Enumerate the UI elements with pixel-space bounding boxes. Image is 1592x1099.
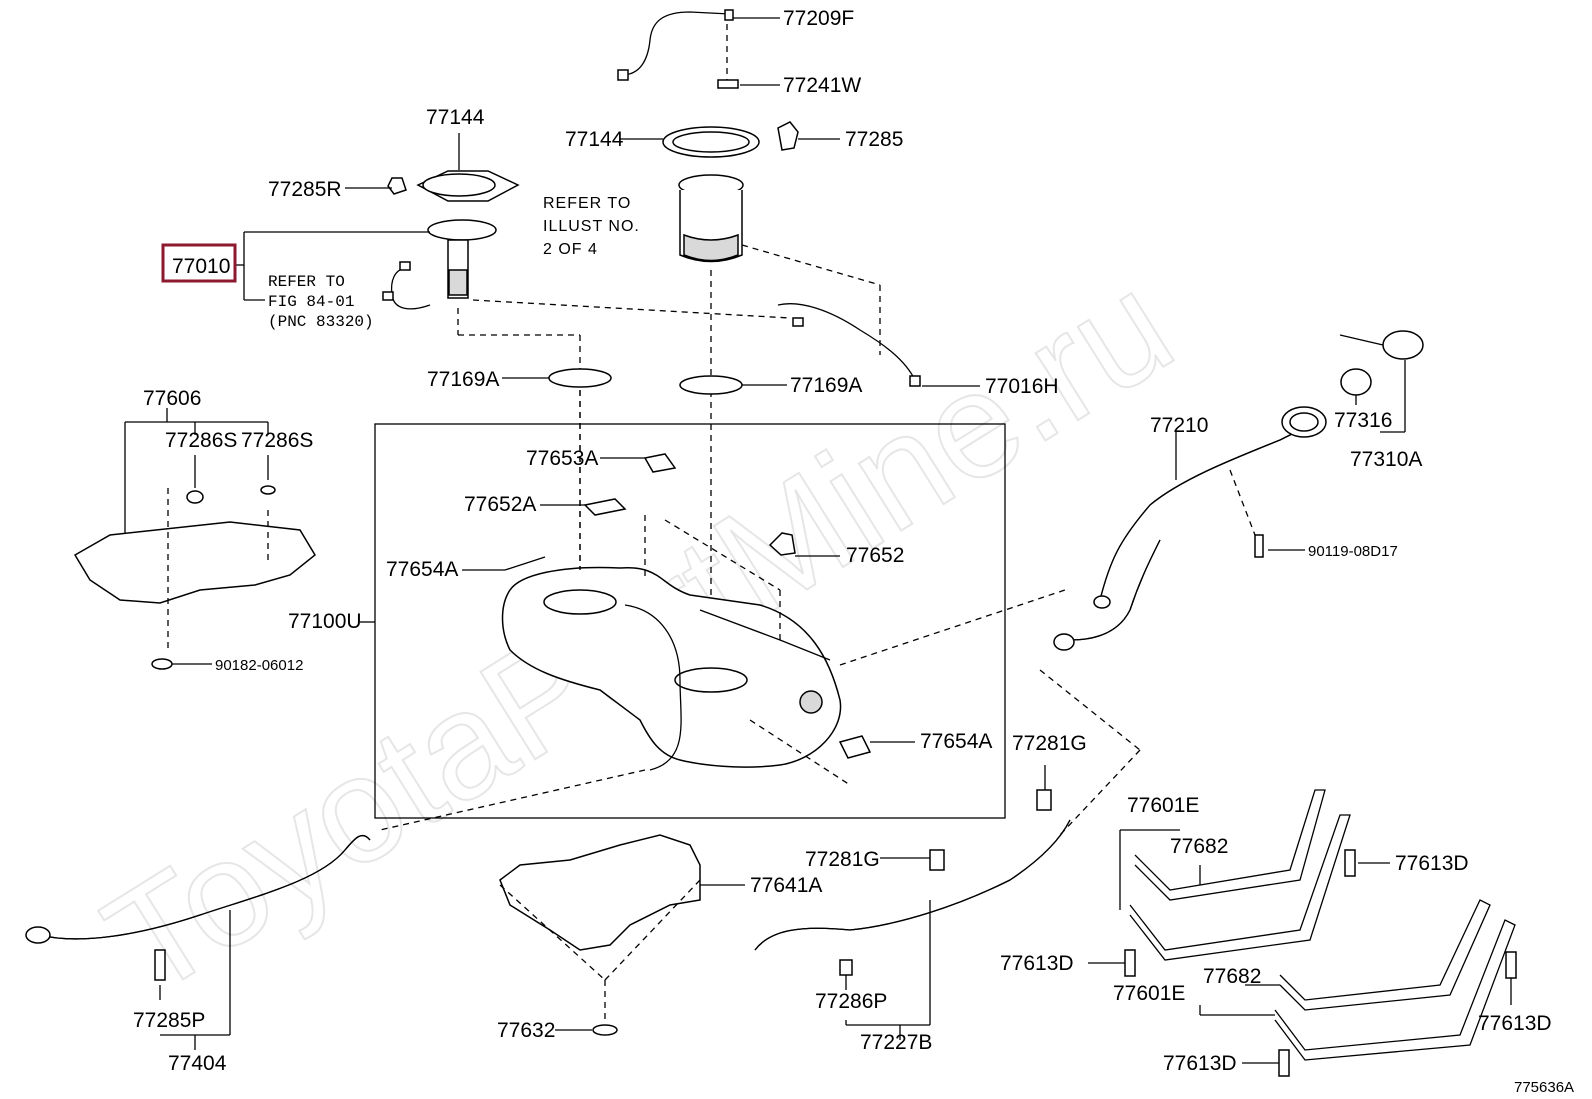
- label-77100U[interactable]: 77100U: [288, 610, 362, 633]
- label-77316[interactable]: 77316: [1334, 409, 1392, 432]
- refer-fig-line3: (PNC 83320): [268, 313, 374, 331]
- label-77286S-a[interactable]: 77286S: [165, 429, 237, 452]
- label-77281G-mid[interactable]: 77281G: [805, 848, 880, 871]
- label-77209F[interactable]: 77209F: [783, 7, 854, 30]
- label-77641A[interactable]: 77641A: [750, 874, 822, 897]
- refer-fig-line2: FIG 84-01: [268, 293, 354, 311]
- label-77286P[interactable]: 77286P: [815, 990, 887, 1013]
- part-labels: 77209F 77241W 77144 77144 77285 77285R 7…: [133, 7, 1574, 1096]
- label-77285[interactable]: 77285: [845, 128, 903, 151]
- refer-fig-line1: REFER TO: [268, 273, 345, 291]
- refer-illust-line3: 2 OF 4: [543, 241, 598, 258]
- label-90182-06012[interactable]: 90182-06012: [215, 657, 303, 674]
- label-77652A[interactable]: 77652A: [464, 493, 536, 516]
- label-77404[interactable]: 77404: [168, 1052, 227, 1075]
- label-77169A-left[interactable]: 77169A: [427, 368, 499, 391]
- fuel-tank-group: [360, 390, 1066, 831]
- label-77613D-bot[interactable]: 77613D: [1163, 1052, 1237, 1075]
- filler-pipe-group: [1053, 330, 1424, 651]
- label-77653A[interactable]: 77653A: [526, 447, 598, 470]
- gasket-group: [502, 368, 787, 395]
- refer-illust-line1: REFER TO: [543, 195, 631, 212]
- label-77654A-right[interactable]: 77654A: [920, 730, 992, 753]
- label-77632[interactable]: 77632: [497, 1019, 555, 1042]
- label-77682-bot[interactable]: 77682: [1203, 965, 1261, 988]
- highlight-box-77010: [161, 243, 237, 283]
- label-77281G-top[interactable]: 77281G: [1012, 732, 1087, 755]
- fuel-pump-group: [236, 133, 791, 590]
- label-77606[interactable]: 77606: [143, 387, 201, 410]
- label-77613D-l1[interactable]: 77613D: [1000, 952, 1074, 975]
- label-77010[interactable]: 77010: [172, 255, 230, 278]
- label-77613D-r2[interactable]: 77613D: [1478, 1012, 1552, 1035]
- label-77285R[interactable]: 77285R: [268, 178, 342, 201]
- label-77654A-top[interactable]: 77654A: [386, 558, 458, 581]
- label-77169A-right[interactable]: 77169A: [790, 374, 862, 397]
- bottom-group: [25, 669, 1517, 1077]
- label-77286S-b[interactable]: 77286S: [241, 429, 313, 452]
- label-77241W[interactable]: 77241W: [783, 74, 861, 97]
- label-77601E-bot[interactable]: 77601E: [1113, 982, 1185, 1005]
- diagram-id: 775636A: [1514, 1079, 1574, 1096]
- label-77601E-top[interactable]: 77601E: [1127, 794, 1199, 817]
- label-77144-top[interactable]: 77144: [426, 106, 485, 129]
- label-77682-top[interactable]: 77682: [1170, 835, 1228, 858]
- sender-gauge-group: [617, 9, 881, 650]
- label-77016H[interactable]: 77016H: [985, 375, 1059, 398]
- label-90119-08D17[interactable]: 90119-08D17: [1308, 543, 1398, 560]
- label-77285P[interactable]: 77285P: [133, 1009, 205, 1032]
- label-77144-left[interactable]: 77144: [565, 128, 624, 151]
- protector-group: [73, 408, 316, 670]
- fuel-tank-box: [374, 423, 1006, 819]
- label-77210[interactable]: 77210: [1150, 414, 1208, 437]
- label-77613D-r1[interactable]: 77613D: [1395, 852, 1469, 875]
- label-77652[interactable]: 77652: [846, 544, 904, 567]
- refer-illust-line2: ILLUST NO.: [543, 218, 640, 235]
- label-77310A[interactable]: 77310A: [1350, 448, 1422, 471]
- label-77227B[interactable]: 77227B: [860, 1031, 932, 1054]
- tube-77016h: [777, 303, 980, 387]
